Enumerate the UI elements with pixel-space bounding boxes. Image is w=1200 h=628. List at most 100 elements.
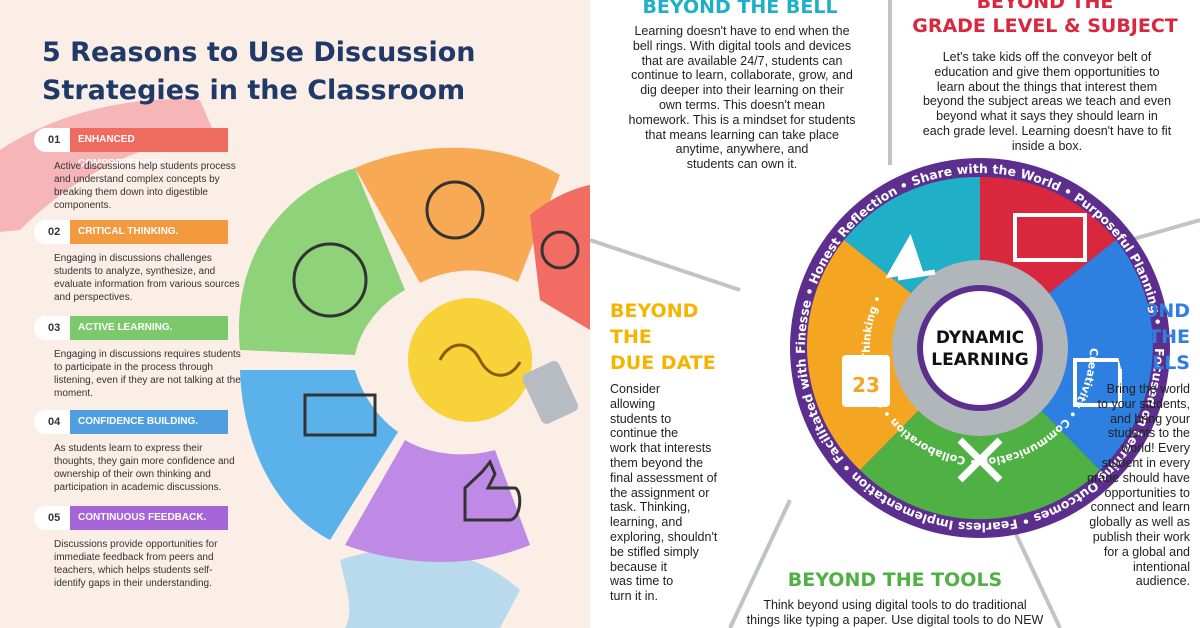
- text-line: Consider: [610, 382, 661, 396]
- text-line: dig deeper into their learning on their: [640, 83, 844, 98]
- text-line: each grade level. Learning doesn't have …: [922, 123, 1172, 138]
- text-line: intentional: [1133, 559, 1190, 574]
- reason-description: Active discussions help students process…: [54, 161, 236, 211]
- text-line: that means learning can take place: [645, 127, 839, 142]
- center-label-line2: LEARNING: [931, 350, 1028, 370]
- text-line: publish their work: [1092, 529, 1190, 544]
- grade-heading: BEYOND THE GRADE LEVEL & SUBJECT: [900, 0, 1190, 38]
- text-line: education and give them opportunities to: [934, 64, 1160, 79]
- bulb-glass: [408, 298, 532, 422]
- reason-label: CONTINUOUS FEEDBACK.: [70, 506, 228, 530]
- divider-line: [728, 499, 792, 628]
- reason-description: Discussions provide opportunities for im…: [54, 539, 218, 589]
- bell-body: Learning doesn't have to end when the be…: [604, 24, 880, 172]
- heading-line: GRADE LEVEL & SUBJECT: [912, 15, 1178, 37]
- left-decoration: [0, 99, 590, 628]
- heading-line: WALLS: [1117, 352, 1190, 374]
- tools-heading: BEYOND THE TOOLS: [787, 569, 1003, 591]
- reason-label: CONFIDENCE BUILDING.: [70, 410, 228, 434]
- text-line: beyond the subject areas we teach and ev…: [922, 94, 1172, 109]
- text-line: audience.: [1135, 574, 1190, 589]
- text-line: connect and learn: [1090, 500, 1190, 515]
- text-line: students can own it.: [686, 157, 798, 172]
- heading-line: THE: [1148, 326, 1190, 348]
- text-line: anytime, anywhere, and: [675, 142, 809, 157]
- discussion-strategies-infographic: 5 Reasons to Use Discussion Strategies i…: [0, 0, 590, 628]
- calendar-number: 23: [852, 373, 880, 397]
- dynamic-learning-infographic: Focused on Learning Outcomes • Fearless …: [590, 0, 1200, 628]
- heading-line: BEYOND: [1101, 300, 1190, 322]
- reason-label: CRITICAL THINKING.: [70, 220, 228, 244]
- segment-blue: [980, 240, 1153, 420]
- tools-body: Think beyond using digital tools to do t…: [740, 598, 1050, 628]
- text-line: learning, and: [610, 515, 683, 530]
- chat-bubble-icon: [425, 180, 485, 240]
- text-line: that are available 24/7, students can: [641, 53, 843, 68]
- text-line: the assignment or: [610, 485, 710, 500]
- book-icon: [1013, 213, 1087, 262]
- bell-icon: [885, 233, 936, 281]
- text-line: and bring your: [1110, 411, 1190, 426]
- text-line: beyond what it says they should learn in: [936, 109, 1158, 124]
- reason-number: 01: [34, 128, 74, 152]
- wheel-segment-green: [238, 168, 405, 355]
- text-line: students to: [610, 411, 672, 426]
- text-line: grade should have: [1087, 470, 1190, 485]
- right-decoration: Focused on Learning Outcomes • Fearless …: [590, 0, 1200, 628]
- text-line: opportunities to: [1104, 485, 1190, 500]
- text-line: turn it in.: [610, 589, 658, 604]
- bell-heading: BEYOND THE BELL: [642, 0, 838, 18]
- text-line: task. Thinking,: [610, 500, 691, 515]
- walls-heading: BEYOND THE WALLS: [1090, 298, 1190, 376]
- reason-description: Engaging in discussions requires student…: [54, 349, 241, 399]
- text-line: be stifled simply: [610, 544, 699, 559]
- text-line: exploring, shouldn't: [610, 529, 718, 544]
- text-line: Let's take kids off the conveyor belt of: [942, 50, 1152, 64]
- center-disc: [917, 285, 1043, 411]
- text-line: own terms. This doesn't mean: [658, 97, 826, 112]
- divider-line: [1129, 218, 1200, 242]
- text-line: continue the: [610, 426, 679, 441]
- due-date-heading: BEYOND THE DUE DATE: [610, 298, 720, 376]
- text-line: Think beyond using digital tools to do t…: [763, 598, 1027, 612]
- heading-line: BEYOND THE: [976, 0, 1114, 13]
- heading-line: THE: [610, 326, 652, 348]
- thumbs-up-icon: [463, 459, 522, 522]
- bulb-base: [522, 361, 578, 424]
- text-line: globally as well as: [1089, 515, 1190, 530]
- reason-label: ENHANCED COMPREHENSION.: [70, 128, 228, 169]
- thinking-person-icon: [540, 230, 580, 270]
- text-line: homework. This is a mindset for students: [628, 112, 856, 127]
- text-line: Learning doesn't have to end when the: [634, 24, 850, 38]
- blue-brush-stroke: [340, 548, 520, 628]
- reason-number: 02: [34, 220, 74, 244]
- tools-icon: [957, 437, 1003, 483]
- text-line: work that interests: [610, 441, 712, 456]
- reason-description: As students learn to express their thoug…: [54, 443, 235, 493]
- page-title: 5 Reasons to Use Discussion Strategies i…: [42, 37, 476, 106]
- text-line: them beyond the: [610, 455, 704, 470]
- heading-line: DUE DATE: [610, 352, 716, 374]
- text-line: things like typing a paper. Use digital …: [746, 612, 1044, 627]
- text-line: final assessment of: [610, 470, 717, 485]
- calendar-icon: [842, 355, 890, 407]
- reason-number: 03: [34, 316, 74, 340]
- text-line: to your students,: [1097, 396, 1190, 411]
- meeting-people-icon: [303, 393, 377, 437]
- text-line: allowing: [610, 396, 656, 411]
- walls-body: Bring the world to your students, and br…: [1060, 382, 1190, 589]
- heading-line: BEYOND: [610, 300, 699, 322]
- text-line: student in every: [1101, 455, 1190, 470]
- reason-number: 04: [34, 410, 74, 434]
- text-line: because it: [610, 559, 667, 574]
- school-building-icon: [1073, 358, 1122, 407]
- wheel-segment-orange: [355, 147, 560, 283]
- grade-body: Let's take kids off the conveyor belt of…: [902, 50, 1192, 154]
- reason-description: Engaging in discussions challenges stude…: [54, 253, 240, 303]
- bulb-filament: [438, 343, 522, 377]
- text-line: students to the: [1107, 426, 1190, 441]
- reason-number: 05: [34, 506, 74, 530]
- divider-line: [590, 238, 741, 292]
- text-line: for a global and: [1103, 544, 1190, 559]
- text-line: Bring the world: [1106, 382, 1190, 396]
